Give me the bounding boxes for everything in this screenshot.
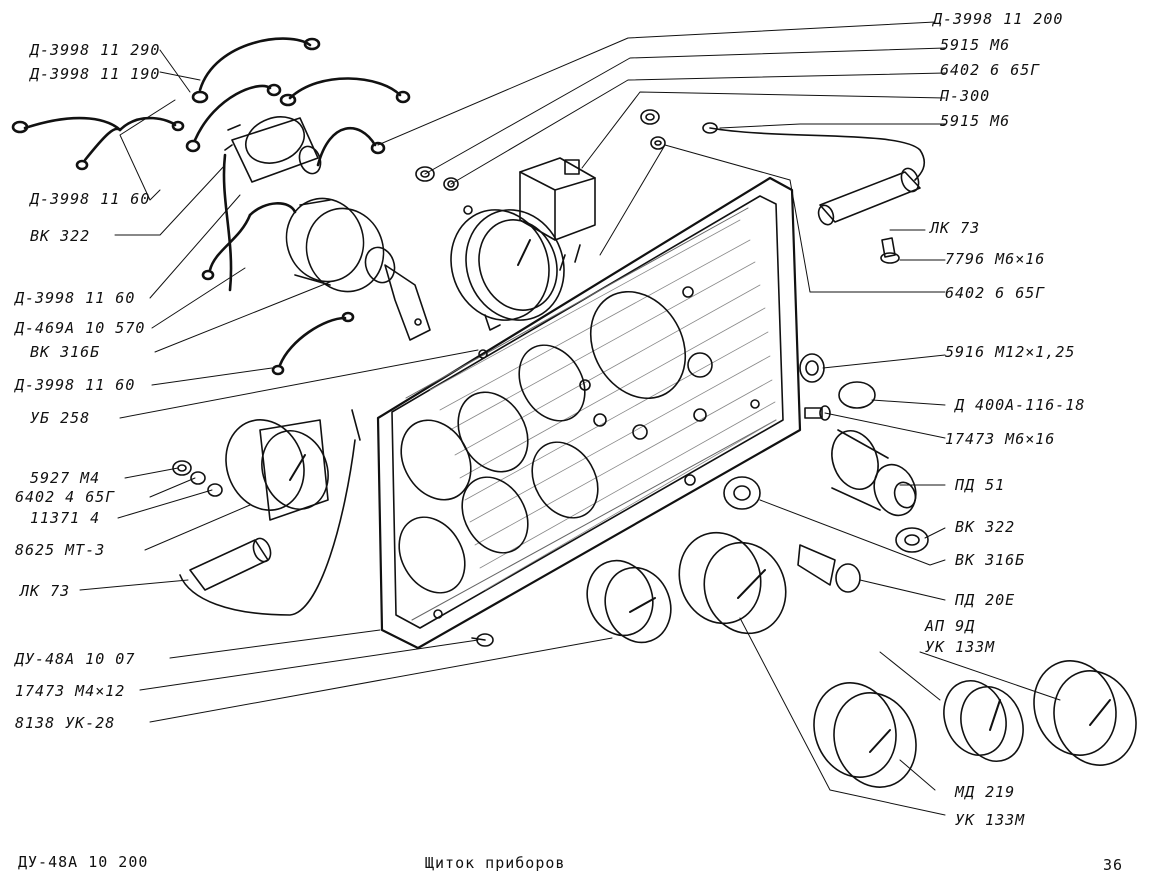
- lamp-lk73-top: [702, 122, 925, 226]
- label-5927-m4: 5927 М4: [30, 469, 101, 487]
- leader-lines: [79, 21, 1061, 816]
- label-vk322-right: ВК 322: [955, 518, 1016, 536]
- parts-right: [723, 237, 929, 593]
- label-d469a: Д-469А 10 570: [15, 319, 146, 337]
- instrument-panel: [376, 176, 802, 650]
- label-8138-uk28: 8138 УК-28: [15, 714, 116, 732]
- label-pd51: ПД 51: [955, 476, 1006, 494]
- label-ap9d: АП 9Д: [925, 617, 976, 635]
- label-5915-m6-b: 5915 М6: [940, 112, 1011, 130]
- label-d3998-11-60-a: Д-3998 11 60: [30, 190, 151, 208]
- footer-code: ДУ-48А 10 200: [18, 853, 149, 871]
- parts-left: [172, 409, 494, 647]
- label-vk316b-left: ВК 316Б: [30, 343, 101, 361]
- label-lk73-top: ЛК 73: [930, 219, 981, 237]
- label-ub258: УБ 258: [30, 409, 91, 427]
- label-d3998-11-290: Д-3998 11 290: [30, 41, 161, 59]
- relay-vk322: [224, 116, 322, 183]
- label-17473-m4x12: 17473 М4×12: [15, 682, 126, 700]
- label-pd20e: ПД 20Е: [955, 591, 1016, 609]
- label-d3998-11-60-c: Д-3998 11 60: [15, 376, 136, 394]
- label-8625-mt3: 8625 МТ-3: [15, 541, 106, 559]
- wire-harness-top: [11, 37, 411, 376]
- label-vk316b-right: ВК 316Б: [955, 551, 1026, 569]
- label-uk133m-top: УК 133М: [925, 638, 996, 656]
- label-d3998-11-60-b: Д-3998 11 60: [15, 289, 136, 307]
- label-du48a-10-07: ДУ-48А 10 07: [15, 650, 136, 668]
- label-md219: МД 219: [955, 783, 1016, 801]
- label-5915-m6-a: 5915 М6: [940, 36, 1011, 54]
- label-5916-m12: 5916 М12×1,25: [945, 343, 1076, 361]
- label-uk133m-bottom: УК 133М: [955, 811, 1026, 829]
- label-17473-m6x16: 17473 М6×16: [945, 430, 1056, 448]
- relay-p300: [519, 157, 596, 271]
- label-vk322-left: ВК 322: [30, 227, 91, 245]
- label-6402-4-65g: 6402 4 65Г: [15, 488, 116, 506]
- nuts-top: [415, 109, 666, 191]
- gauge-top-center: [450, 205, 565, 331]
- footer-title: Щиток приборов: [425, 854, 566, 872]
- page-number: 36: [1103, 856, 1124, 874]
- label-d3998-11-200: Д-3998 11 200: [933, 10, 1064, 28]
- label-6402-6-65g-b: 6402 6 65Г: [945, 284, 1046, 302]
- ignition-switch-vk316b: [285, 197, 431, 341]
- label-11371-4: 11371 4: [30, 509, 101, 527]
- label-7796-m6x16: 7796 М6×16: [945, 250, 1046, 268]
- gauges-bottom: [586, 531, 1137, 788]
- label-d3998-11-190: Д-3998 11 190: [30, 65, 161, 83]
- label-6402-6-65g-a: 6402 6 65Г: [940, 61, 1041, 79]
- label-d400a: Д 400А-116-18: [955, 396, 1086, 414]
- label-lk73-left: ЛК 73: [20, 582, 71, 600]
- label-p300: П-300: [940, 87, 991, 105]
